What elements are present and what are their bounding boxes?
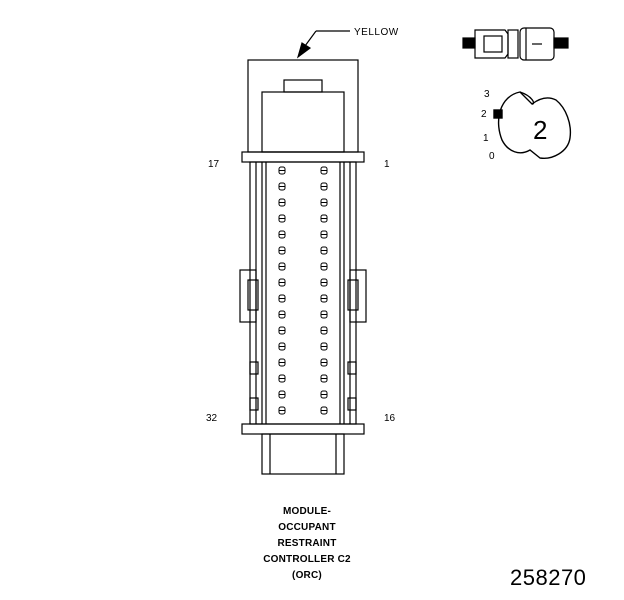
key-position-0: 0: [489, 151, 495, 162]
mating-connector-icon: [462, 27, 569, 61]
connector-caption: MODULE- OCCUPANT RESTRAINT CONTROLLER C2…: [232, 504, 382, 584]
pin-label-bottom-right: 16: [384, 413, 396, 424]
caption-line: RESTRAINT: [277, 538, 337, 549]
connector-body: [249, 161, 357, 425]
yellow-pointer-arrow: [296, 30, 350, 59]
caption-line: (ORC): [292, 570, 322, 581]
connector-wire-exit: [261, 433, 345, 475]
pin-label-bottom-left: 32: [206, 413, 218, 424]
pin-label-top-left: 17: [208, 159, 220, 170]
caption-line: MODULE-: [282, 506, 332, 517]
key-position-2: 2: [481, 109, 487, 120]
connector-latch-tab: [283, 79, 323, 93]
connector-latch: [261, 91, 345, 153]
connector-top-housing: [247, 59, 359, 153]
caption-line: CONTROLLER C2: [263, 554, 351, 565]
figure-id: 258270: [510, 565, 587, 590]
right-side-clip: [347, 269, 367, 323]
caption-line: OCCUPANT: [278, 522, 336, 533]
connector-bottom-flange: [241, 423, 365, 435]
wire-color-label: YELLOW: [354, 27, 399, 38]
key-position-number: 2: [533, 115, 548, 145]
key-position-1: 1: [483, 133, 489, 144]
connector-top-flange: [241, 151, 365, 163]
pin-label-top-right: 1: [384, 159, 390, 170]
key-position-icon: [493, 91, 572, 159]
key-position-3: 3: [484, 89, 490, 100]
pin-cavity-grid: [278, 166, 328, 415]
left-side-clip: [239, 269, 259, 323]
